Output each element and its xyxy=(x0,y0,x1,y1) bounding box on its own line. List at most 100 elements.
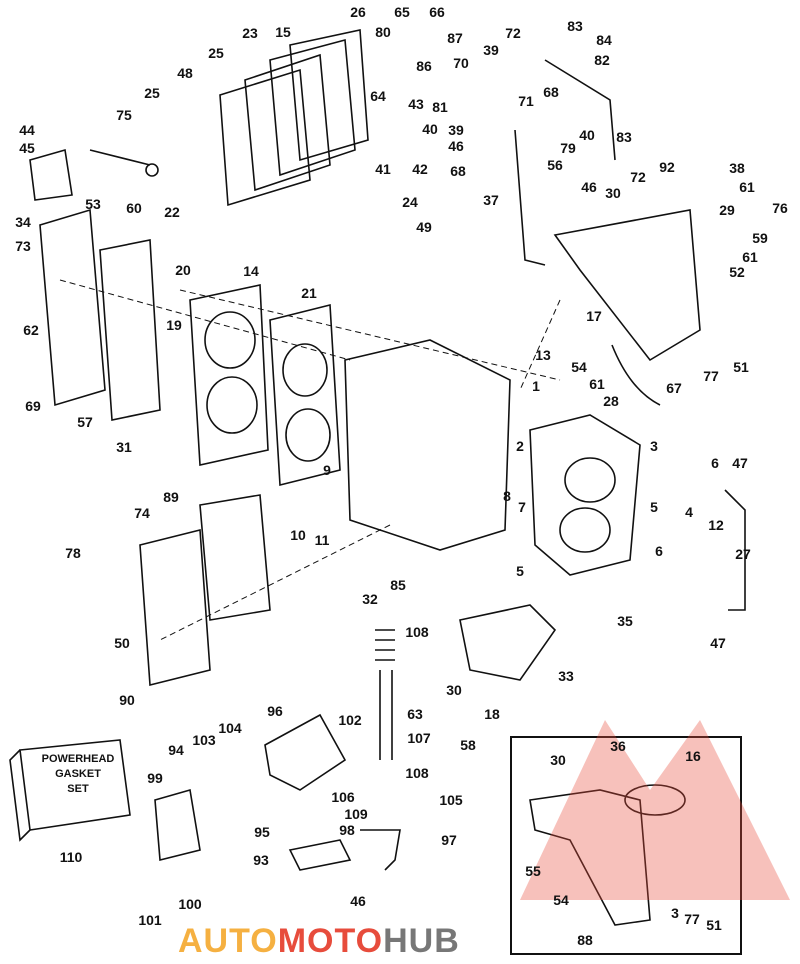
part-number-label: 25 xyxy=(144,85,160,101)
part-number-label: 94 xyxy=(168,742,184,758)
part-number-label: 66 xyxy=(429,4,445,20)
part-number-label: 67 xyxy=(666,380,682,396)
part-number-label: 83 xyxy=(616,129,632,145)
inset-bracket-55 xyxy=(529,789,651,926)
hose-27 xyxy=(724,489,746,611)
part-number-label: 61 xyxy=(742,249,758,265)
gasket-89 xyxy=(199,494,271,621)
part-number-label: 33 xyxy=(558,668,574,684)
part-number-label: 98 xyxy=(339,822,355,838)
part-number-label: 89 xyxy=(163,489,179,505)
part-number-label: 73 xyxy=(15,238,31,254)
part-number-label: 35 xyxy=(617,613,633,629)
part-number-label: 45 xyxy=(19,140,35,156)
part-number-label: 16 xyxy=(685,748,701,764)
part-number-label: 46 xyxy=(350,893,366,909)
part-number-label: 34 xyxy=(15,214,31,230)
linkage-rod-37 xyxy=(514,129,546,266)
part-number-label: 87 xyxy=(447,30,463,46)
part-number-label: 41 xyxy=(375,161,391,177)
bypass-cover-33 xyxy=(459,604,557,681)
part-number-label: 24 xyxy=(402,194,418,210)
gasket-bore-a xyxy=(282,343,328,397)
gasket-23 xyxy=(269,38,356,177)
part-number-label: 27 xyxy=(735,546,751,562)
cover-plate xyxy=(219,68,311,207)
part-number-label: 97 xyxy=(441,832,457,848)
part-number-label: 110 xyxy=(59,849,83,865)
part-number-label: 47 xyxy=(710,635,726,651)
part-number-label: 104 xyxy=(218,720,242,736)
part-number-label: 7 xyxy=(518,499,526,515)
part-number-label: 64 xyxy=(370,88,386,104)
part-number-label: 108 xyxy=(405,624,429,640)
gasket-box-side xyxy=(9,749,31,842)
part-number-label: 77 xyxy=(684,911,700,927)
part-number-label: 22 xyxy=(164,204,180,220)
block-99 xyxy=(154,788,201,862)
leader-dash xyxy=(159,524,391,641)
part-number-label: 79 xyxy=(560,140,576,156)
part-number-label: 3 xyxy=(650,438,658,454)
part-number-label: 49 xyxy=(416,219,432,235)
watermark-text: AUTOMOTOHUB xyxy=(178,924,460,958)
crankcase-block xyxy=(344,339,511,551)
bracket-96 xyxy=(264,713,347,791)
part-number-label: 39 xyxy=(483,42,499,58)
part-number-label: 25 xyxy=(208,45,224,61)
part-number-label: 6 xyxy=(655,543,663,559)
part-number-label: 82 xyxy=(594,52,610,68)
part-number-label: 75 xyxy=(116,107,132,123)
part-number-label: 102 xyxy=(338,712,362,728)
part-number-label: 61 xyxy=(589,376,605,392)
part-number-label: 40 xyxy=(579,127,595,143)
bracket-95 xyxy=(288,839,352,871)
part-number-label: 14 xyxy=(243,263,259,279)
part-number-label: 19 xyxy=(166,317,182,333)
part-number-label: 50 xyxy=(114,635,130,651)
head-bore-b xyxy=(206,376,258,434)
cylinder-head-14 xyxy=(189,284,269,466)
part-number-label: 107 xyxy=(407,730,431,746)
exhaust-cover-74 xyxy=(139,528,211,687)
part-number-label: 58 xyxy=(460,737,476,753)
part-number-label: 76 xyxy=(772,200,788,216)
part-number-label: 30 xyxy=(550,752,566,768)
part-number-label: 5 xyxy=(650,499,658,515)
part-number-label: 62 xyxy=(23,322,39,338)
part-number-label: 100 xyxy=(178,896,202,912)
part-number-label: 17 xyxy=(586,308,602,324)
part-number-label: 9 xyxy=(323,462,331,478)
part-number-label: 18 xyxy=(484,706,500,722)
part-number-label: 53 xyxy=(85,196,101,212)
part-number-label: 65 xyxy=(394,4,410,20)
part-number-label: 69 xyxy=(25,398,41,414)
part-number-label: 8 xyxy=(503,488,511,504)
part-number-label: 55 xyxy=(525,863,541,879)
gasket-line3: SET xyxy=(67,783,89,795)
part-number-label: 85 xyxy=(390,577,406,593)
part-number-label: 80 xyxy=(375,24,391,40)
gasket-box xyxy=(19,739,131,831)
part-number-label: 54 xyxy=(571,359,587,375)
spring-108 xyxy=(375,629,395,661)
part-number-label: 38 xyxy=(729,160,745,176)
part-number-label: 26 xyxy=(350,4,366,20)
crankcase-bore-b xyxy=(559,507,611,553)
part-number-label: 90 xyxy=(119,692,135,708)
part-number-label: 43 xyxy=(408,96,424,112)
part-number-label: 103 xyxy=(192,732,216,748)
gasket-line1: POWERHEAD xyxy=(41,753,115,765)
part-number-label: 3 xyxy=(671,905,679,921)
part-number-label: 15 xyxy=(275,24,291,40)
lever-97 xyxy=(360,829,401,871)
gasket-21 xyxy=(269,303,341,487)
part-number-label: 11 xyxy=(314,532,330,548)
watermark-auto: AUTO xyxy=(178,922,278,960)
part-number-label: 86 xyxy=(416,58,432,74)
part-number-label: 10 xyxy=(290,527,306,543)
gasket-line2: GASKET xyxy=(55,768,101,780)
wire-82 xyxy=(544,59,616,161)
part-number-label: 44 xyxy=(19,122,35,138)
